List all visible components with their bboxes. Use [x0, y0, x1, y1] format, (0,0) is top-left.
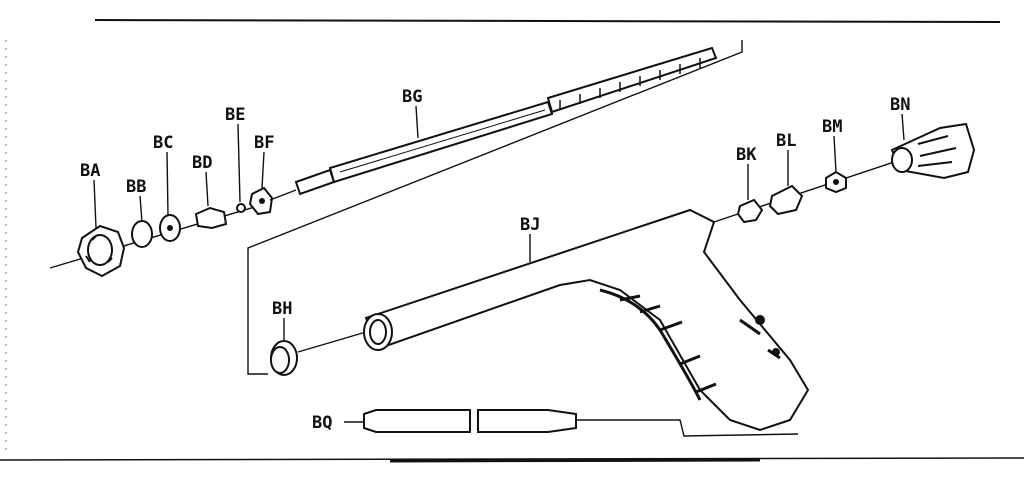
label-ba: BA: [80, 161, 100, 181]
part-bn-knob: [890, 122, 976, 180]
bottom-rule-bold: [389, 458, 761, 463]
part-bk-sleeve: [736, 198, 764, 224]
label-bl: BL: [776, 131, 796, 151]
label-bq: BQ: [312, 413, 332, 433]
label-bj: BJ: [520, 215, 540, 235]
part-bg-rod: [269, 46, 718, 201]
label-bn: BN: [890, 95, 910, 115]
front-assembly-group: [49, 186, 274, 278]
part-bc-gasket: [159, 214, 181, 242]
part-bl-fitting: [768, 184, 804, 216]
part-bb-washer: [131, 220, 153, 248]
label-bm: BM: [822, 117, 842, 137]
label-bc: BC: [153, 133, 173, 153]
part-bq-hose: [344, 409, 799, 437]
label-bh: BH: [272, 299, 292, 319]
label-bd: BD: [192, 153, 212, 173]
label-be: BE: [225, 105, 245, 125]
rear-assembly-group: [713, 122, 976, 224]
top-rule: [94, 19, 1001, 23]
part-bh-nut: [270, 340, 298, 376]
part-bm-nut: [825, 170, 847, 194]
label-bk: BK: [736, 145, 757, 165]
assembly-guide-line: [247, 40, 743, 375]
part-be-ring: [236, 203, 246, 213]
part-ba-nut: [76, 224, 126, 278]
label-bf: BF: [254, 133, 274, 153]
part-bj-gun-body: [297, 208, 810, 432]
label-bb: BB: [126, 177, 146, 197]
label-bg: BG: [402, 87, 422, 107]
part-bd-tip: [194, 206, 228, 230]
part-bf-seat: [248, 186, 274, 216]
bottom-rule: [0, 457, 1024, 461]
